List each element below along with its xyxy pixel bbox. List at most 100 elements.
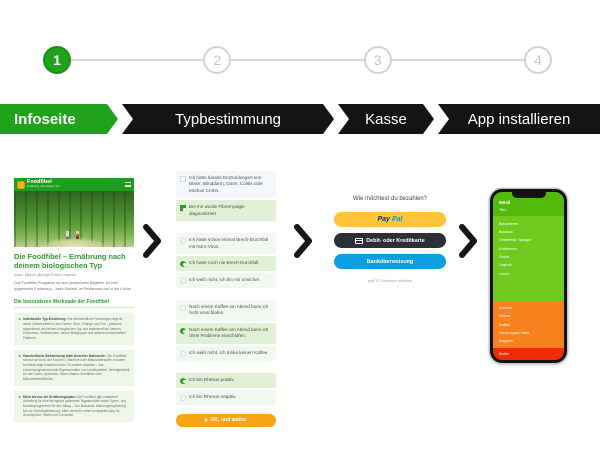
radio-checked-icon[interactable] bbox=[180, 377, 186, 384]
food-item: Erdbeeren bbox=[499, 246, 517, 251]
foodfibel-logo-icon bbox=[17, 180, 25, 189]
next-step-chevron-icon bbox=[142, 224, 162, 258]
food-item: Gurke bbox=[499, 254, 510, 259]
option-text: Nach einem Kaffee am Abend kann ich nich… bbox=[189, 303, 269, 316]
radio-checked-icon[interactable] bbox=[180, 327, 186, 334]
radio-unchecked-icon[interactable] bbox=[180, 350, 186, 357]
credit-card-icon bbox=[355, 237, 364, 244]
option-text: Ich bin Rhesus positiv. bbox=[189, 376, 235, 382]
phone-notch bbox=[511, 192, 546, 198]
nav-segment-infoseite[interactable]: Infoseite bbox=[0, 104, 118, 134]
next-step-chevron-icon bbox=[293, 224, 313, 258]
brand-name: Foodfibel bbox=[27, 179, 52, 186]
question-option[interactable]: Ich bin Rhesus negativ. bbox=[176, 389, 276, 405]
question-option[interactable]: Ich hatte schon einmal Brech-Durchfall m… bbox=[176, 233, 276, 254]
food-item: Blaubeeren bbox=[499, 221, 519, 226]
food-item: Weizengras, Hanf- bbox=[499, 330, 531, 335]
ok-continue-label: OK, und weiter bbox=[210, 417, 247, 424]
feature-title: Mehr als nur ein Ernährungsplan: bbox=[23, 394, 76, 399]
option-text: Ich hatte bereits Entzündungen von Blase… bbox=[189, 175, 264, 193]
ok-continue-button[interactable]: OK, und weiter bbox=[176, 413, 276, 427]
food-item: Dinkelbrot, Spargel bbox=[499, 238, 532, 243]
checkout-heading: Wie möchtest du bezahlen? bbox=[352, 196, 428, 202]
questionnaire-preview: Ich hatte bereits Entzündungen von Blase… bbox=[176, 171, 276, 427]
option-text: Ich weiß nicht, ich trinke keinen Kaffee… bbox=[189, 349, 269, 355]
radio-unchecked-icon[interactable] bbox=[180, 304, 186, 311]
nav-segment-typbestimmung[interactable]: Typbestimmung bbox=[122, 104, 334, 134]
feature-text: Die Foodfibel gibt zusätzlich Anleitung … bbox=[23, 394, 127, 418]
question-option[interactable]: Nach einem Kaffee am Abend kann ich ohne… bbox=[176, 322, 276, 344]
card-button-label: Debit- oder Kreditkarte bbox=[366, 237, 425, 244]
food-list-green-section: Blaubeeren Brokkoli Dinkelbrot, Spargel … bbox=[493, 215, 564, 301]
app-header-section: Müsli Tofu bbox=[493, 192, 564, 216]
stage-nav-banner: Infoseite Typbestimmung Kasse App instal… bbox=[0, 104, 600, 134]
infopage-intro: Das Foodfibel-Programm ist dein persönli… bbox=[14, 281, 132, 291]
radio-unchecked-icon[interactable] bbox=[180, 277, 186, 284]
debit-credit-card-button[interactable]: Debit- oder Kreditkarte bbox=[334, 233, 446, 248]
question-option[interactable]: Ich weiß nicht, ich bin mir unsicher. bbox=[176, 272, 276, 288]
next-step-chevron-icon bbox=[458, 224, 478, 258]
hamburger-menu-icon bbox=[125, 182, 131, 187]
question-option[interactable]: Ich bin Rhesus positiv. bbox=[176, 372, 276, 388]
feature-item: ➜ Ganzheitliche Betrachtung statt einzel… bbox=[14, 349, 134, 386]
voucher-redeem-link[interactable]: proFIT Gutschein einlösen bbox=[367, 279, 413, 283]
radio-unchecked-icon[interactable] bbox=[180, 238, 186, 245]
stepper: 1 2 3 4 bbox=[43, 46, 552, 74]
infopage-title: Die Foodfibel – Ernährung nach deinem bi… bbox=[14, 252, 126, 270]
infopage-author: Autor: Diplom-Biologe Frank Lewecke bbox=[14, 273, 76, 278]
jogger-figure bbox=[76, 231, 79, 239]
app-header-line: Müsli bbox=[499, 200, 511, 205]
stepper-connector-line bbox=[53, 59, 542, 61]
paypal-wordmark: Pay bbox=[377, 216, 390, 223]
feature-title: Ganzheitliche Betrachtung statt einzelne… bbox=[23, 353, 107, 358]
option-text: Bei mir wurde Fibromyalgie diagnostizier… bbox=[189, 204, 245, 216]
app-screen: Müsli Tofu Blaubeeren Brokkoli Dinkelbro… bbox=[493, 192, 564, 360]
food-item: Kaffee bbox=[499, 322, 510, 327]
jogger-figure bbox=[66, 231, 69, 239]
feature-item: ➜ Individuelle Typ-Ernährung: Die übersi… bbox=[14, 313, 134, 345]
food-item: dragees. bbox=[499, 339, 514, 344]
question-option[interactable]: Bei mir wurde Fibromyalgie diagnostizier… bbox=[176, 200, 276, 222]
option-text: Ich hatte schon einmal Brech-Durchfall m… bbox=[189, 237, 268, 249]
checkbox-unchecked-icon[interactable] bbox=[180, 176, 186, 182]
food-item: Joghurt bbox=[499, 263, 512, 268]
brand-tagline: Ernährung nach deinem Typ bbox=[27, 184, 60, 188]
option-text: Ich hatte noch nie Brech-Durchfall. bbox=[189, 259, 260, 265]
nav-segment-app-installieren[interactable]: App installieren bbox=[438, 104, 600, 134]
step-circle-3[interactable]: 3 bbox=[363, 46, 392, 74]
step-circle-1[interactable]: 1 bbox=[43, 46, 71, 74]
bank-button-label: Banküberweisung bbox=[366, 258, 414, 265]
food-list-orange-section: Bohnen Grütze Kaffee Weizengras, Hanf- d… bbox=[493, 300, 564, 348]
food-item: Bohnen bbox=[499, 305, 513, 310]
arrow-right-icon: ➜ bbox=[18, 317, 22, 322]
step-circle-2[interactable]: 2 bbox=[203, 46, 232, 74]
step-circle-4[interactable]: 4 bbox=[523, 46, 552, 74]
question-option[interactable]: Ich weiß nicht, ich trinke keinen Kaffee… bbox=[176, 345, 276, 361]
app-header-line: Tofu bbox=[499, 206, 507, 212]
option-text: Ich weiß nicht, ich bin mir unsicher. bbox=[189, 276, 261, 282]
radio-unchecked-icon[interactable] bbox=[180, 394, 186, 401]
feature-text: Die Foodfibel schaut nicht nur auf Kalor… bbox=[23, 353, 130, 381]
food-item: Grütze bbox=[499, 314, 511, 319]
question-option[interactable]: Nach einem Kaffee am Abend kann ich nich… bbox=[176, 299, 276, 321]
infopage-preview: Foodfibel Ernährung nach deinem Typ Die … bbox=[14, 178, 134, 422]
nav-segment-kasse[interactable]: Kasse bbox=[338, 104, 434, 134]
arrow-right-icon: ➜ bbox=[18, 394, 22, 399]
paypal-wordmark: Pal bbox=[391, 216, 403, 223]
bank-transfer-button[interactable]: Banküberweisung bbox=[334, 254, 446, 269]
forward-triangle-icon bbox=[205, 418, 209, 423]
phone-mockup: Müsli Tofu Blaubeeren Brokkoli Dinkelbro… bbox=[490, 189, 567, 363]
food-item: Butter bbox=[499, 351, 510, 356]
option-text: Nach einem Kaffee am Abend kann ich ohne… bbox=[189, 326, 269, 339]
checkbox-checked-icon[interactable] bbox=[180, 205, 186, 212]
question-option[interactable]: Ich hatte noch nie Brech-Durchfall. bbox=[176, 255, 276, 271]
arrow-right-icon: ➜ bbox=[18, 353, 22, 358]
option-text: Ich bin Rhesus negativ. bbox=[189, 393, 237, 399]
food-item: Lauch bbox=[499, 271, 510, 276]
question-option[interactable]: Ich hatte bereits Entzündungen von Blase… bbox=[176, 171, 276, 199]
feature-text: Die übersichtliche Farbampel zeigt dir d… bbox=[23, 317, 126, 340]
radio-checked-icon[interactable] bbox=[180, 260, 186, 267]
feature-title: Individuelle Typ-Ernährung: bbox=[23, 317, 67, 322]
